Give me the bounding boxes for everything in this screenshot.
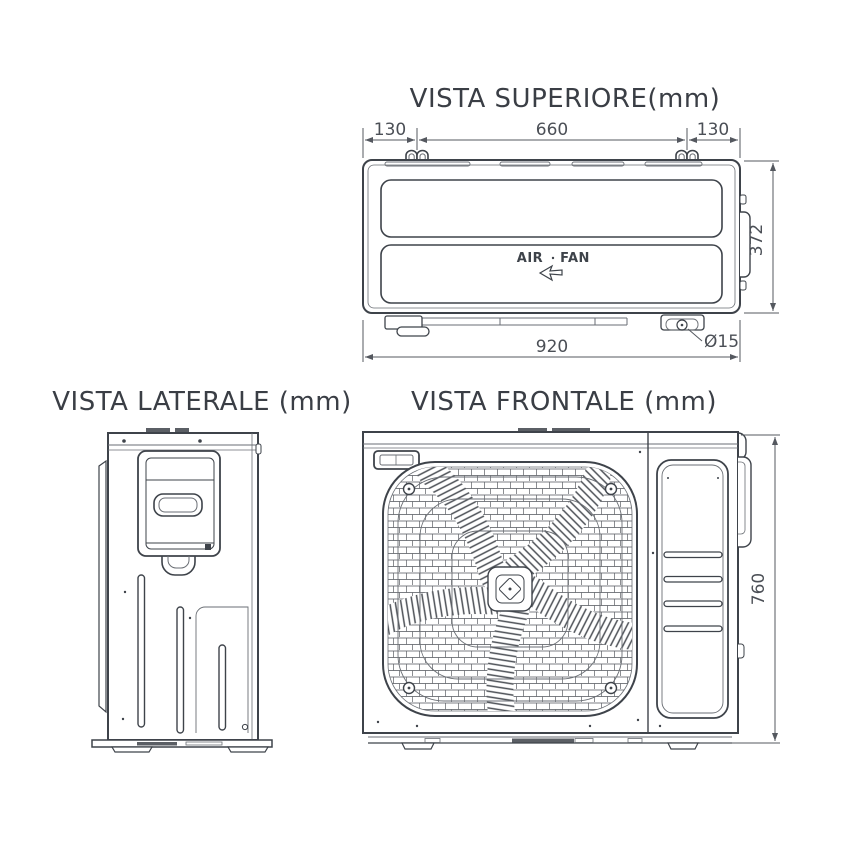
- top-panel-rear: [380, 179, 723, 238]
- side-base: [91, 739, 273, 753]
- side-bump: [740, 211, 751, 278]
- top-width-dimensions: 130 660 130: [362, 120, 741, 158]
- screw: [123, 590, 127, 594]
- grille-screws: [402, 482, 618, 695]
- side-view: VISTA LATERALE (mm): [52, 387, 351, 753]
- screw: [241, 723, 249, 731]
- right-service-panel: [656, 459, 729, 719]
- top-tab: [518, 428, 547, 433]
- marking-dot: [551, 256, 555, 260]
- screw: [588, 724, 592, 728]
- side-tab: [739, 194, 747, 205]
- grille-ring: [451, 530, 569, 648]
- screw: [415, 724, 419, 728]
- overall-width-dimension: 920: [362, 320, 741, 362]
- screw: [188, 616, 192, 620]
- screw: [651, 551, 655, 555]
- dimension-label-660: 660: [536, 120, 568, 140]
- air-label: AIR: [517, 251, 543, 266]
- dimension-label-130-right: 130: [697, 120, 729, 140]
- anchor-hole: [676, 319, 688, 331]
- edge-tab: [255, 443, 262, 455]
- latch: [205, 544, 211, 550]
- air-fan-marking: AIR FAN: [517, 251, 590, 282]
- hole-diameter-label: Ø15: [704, 332, 739, 352]
- vent-slot: [663, 551, 723, 559]
- screw: [376, 720, 380, 724]
- screw: [658, 724, 662, 728]
- top-edge-slots: [384, 161, 703, 167]
- side-view-unit-body: [91, 428, 273, 753]
- depth-dimension: 372: [744, 160, 779, 314]
- leader-line: [687, 328, 703, 342]
- side-protrusion: [738, 456, 752, 659]
- front-view-unit-body: [362, 428, 752, 750]
- pipe-loop: [161, 556, 196, 576]
- hole-callout: Ø15: [687, 328, 739, 352]
- side-view-title: VISTA LATERALE (mm): [52, 387, 351, 417]
- top-view: VISTA SUPERIORE(mm) 130 660 130: [362, 84, 779, 362]
- screw: [636, 718, 640, 722]
- left-foot: [384, 315, 430, 337]
- corner-flap: [737, 432, 747, 460]
- vent-slot: [663, 600, 723, 608]
- base-rail: [389, 317, 628, 326]
- fan-hub: [487, 566, 533, 612]
- dimension-label-760: 760: [749, 573, 769, 605]
- grille-ring: [419, 498, 601, 680]
- dimension-label-920: 920: [536, 337, 568, 357]
- carry-handle: [373, 450, 420, 470]
- valve-cover-panel: [137, 450, 221, 557]
- fan-grille: [382, 461, 638, 717]
- airflow-arrow-icon: [538, 264, 563, 282]
- side-tab: [739, 280, 747, 291]
- top-panel-front: [380, 244, 723, 304]
- top-view-casing-inner-edge: [367, 164, 736, 309]
- foot: [667, 742, 699, 750]
- handle: [153, 493, 203, 517]
- service-panel-outline: [195, 606, 249, 733]
- front-view-title: VISTA FRONTALE (mm): [411, 387, 717, 417]
- coil-fin-strip: [98, 459, 107, 714]
- front-view: VISTA FRONTALE (mm): [362, 387, 780, 750]
- vent-slot: [663, 575, 723, 583]
- foot: [226, 746, 270, 753]
- fan-label: FAN: [560, 251, 590, 266]
- top-tab: [175, 428, 189, 433]
- foot: [110, 746, 154, 753]
- grille-ring: [397, 476, 623, 702]
- fan-blades: [388, 467, 632, 711]
- screw: [198, 439, 202, 443]
- mounting-hooks: [405, 149, 699, 160]
- dimension-label-130-left: 130: [374, 120, 406, 140]
- screw: [122, 439, 126, 443]
- height-dimension: 760: [700, 434, 780, 744]
- embossed-slots: [137, 574, 227, 734]
- top-view-unit-body: AIR FAN: [362, 149, 751, 337]
- right-foot: [660, 314, 705, 331]
- top-tab: [146, 428, 170, 433]
- edge-tab: [738, 643, 745, 659]
- front-base: [368, 736, 732, 750]
- screw: [638, 450, 642, 454]
- top-view-title: VISTA SUPERIORE(mm): [410, 84, 721, 114]
- screw: [121, 717, 125, 721]
- vent-slot: [663, 625, 723, 633]
- dimension-label-372: 372: [747, 224, 767, 256]
- top-tab: [552, 428, 590, 433]
- foot: [401, 742, 435, 750]
